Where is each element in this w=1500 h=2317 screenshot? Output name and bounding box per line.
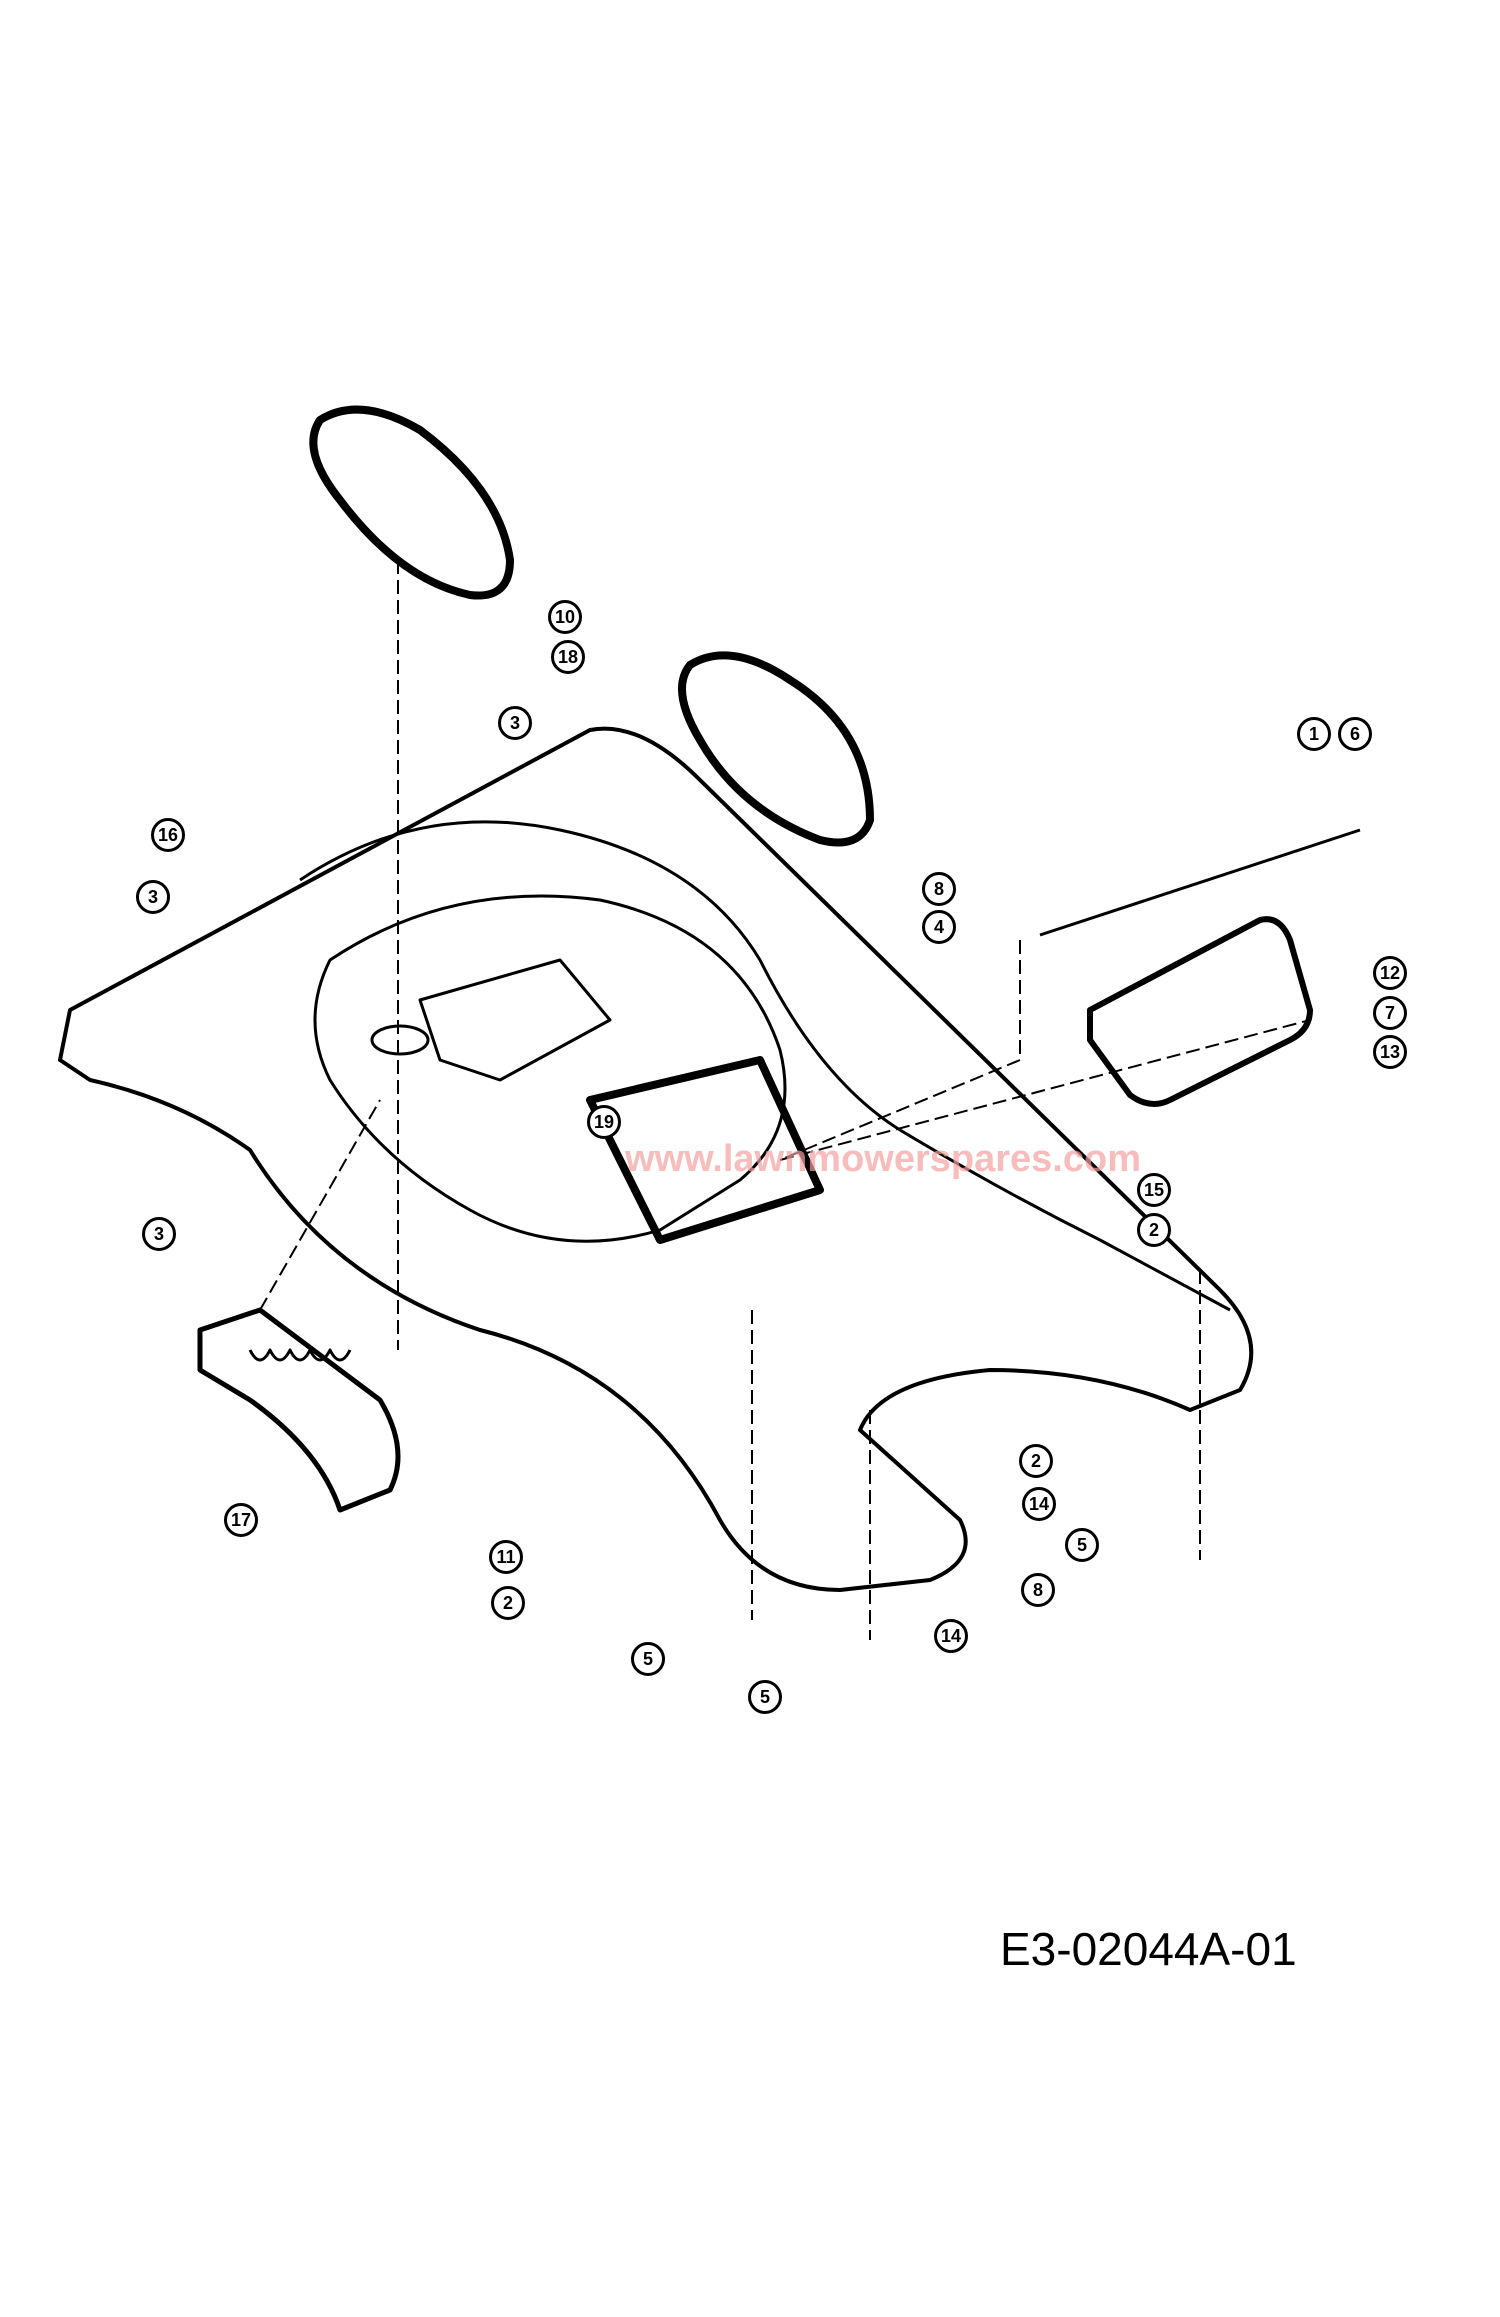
callout-18: 18 — [551, 640, 585, 674]
assembly-lines — [259, 560, 1311, 1640]
armrest-right — [678, 651, 874, 847]
callout-3: 3 — [142, 1217, 176, 1251]
callout-8: 8 — [1021, 1573, 1055, 1607]
callout-6: 6 — [1338, 717, 1372, 751]
callout-14: 14 — [1022, 1487, 1056, 1521]
callout-10: 10 — [548, 600, 582, 634]
callout-2: 2 — [1019, 1444, 1053, 1478]
callout-16: 16 — [151, 818, 185, 852]
callout-11: 11 — [489, 1540, 523, 1574]
dash-panel — [1087, 916, 1313, 1107]
callout-2: 2 — [1137, 1213, 1171, 1247]
drawing-code: E3-02044A-01 — [1000, 1923, 1297, 1975]
wiring-harness — [1039, 828, 1361, 937]
mount-plate — [418, 958, 612, 1082]
callout-19: 19 — [587, 1105, 621, 1139]
callout-15: 15 — [1137, 1173, 1171, 1207]
callout-14: 14 — [934, 1619, 968, 1653]
grommet — [370, 1024, 430, 1056]
callout-5: 5 — [1065, 1528, 1099, 1562]
callout-12: 12 — [1373, 956, 1407, 990]
callout-7: 7 — [1373, 996, 1407, 1030]
fender-inner-rim — [299, 820, 1231, 1312]
hitch-slots — [248, 1348, 352, 1362]
callout-3: 3 — [498, 706, 532, 740]
fender-body — [58, 726, 1254, 1592]
console-opening — [586, 1056, 824, 1244]
hitch-plate — [197, 1307, 401, 1513]
callout-17: 17 — [224, 1503, 258, 1537]
watermark: www.lawnmowerspares.com — [625, 1138, 1141, 1180]
callout-13: 13 — [1373, 1035, 1407, 1069]
callout-5: 5 — [631, 1642, 665, 1676]
callout-3: 3 — [136, 880, 170, 914]
armrest-left — [309, 405, 514, 600]
callout-5: 5 — [748, 1680, 782, 1714]
callout-1: 1 — [1297, 717, 1331, 751]
callout-8: 8 — [922, 872, 956, 906]
callout-2: 2 — [491, 1586, 525, 1620]
callout-4: 4 — [922, 910, 956, 944]
seat-well — [313, 894, 787, 1243]
